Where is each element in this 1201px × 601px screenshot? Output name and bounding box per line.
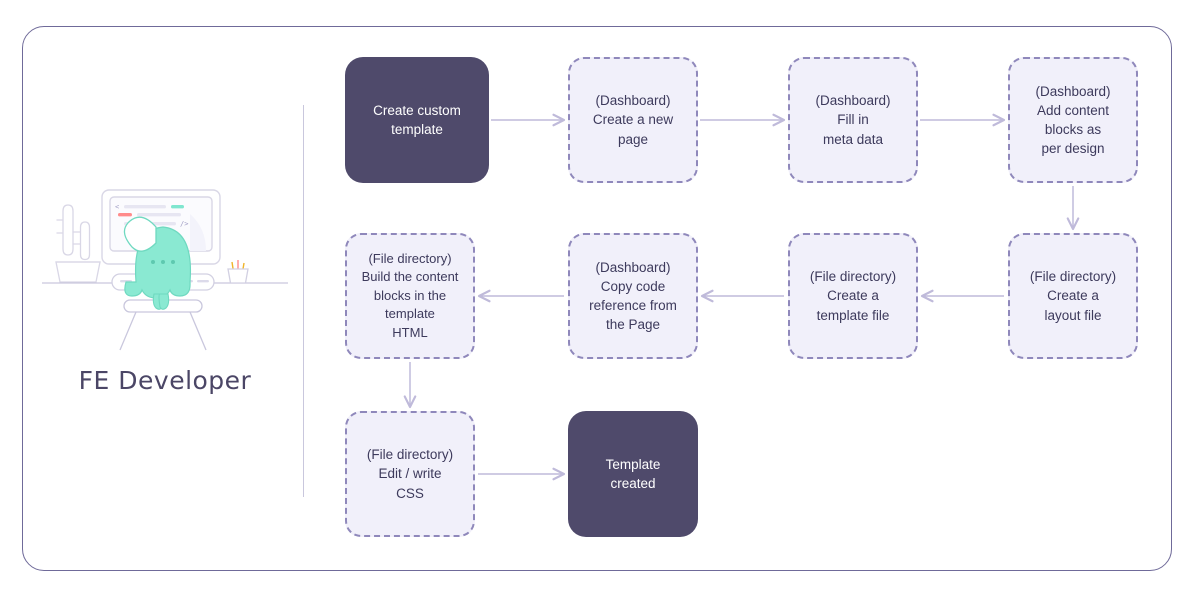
- flow-node-label: (Dashboard) Add content blocks as per de…: [1035, 83, 1111, 157]
- flow-node-fill-in-meta-data[interactable]: (Dashboard) Fill in meta data: [788, 57, 918, 183]
- flow-node-edit-write-css[interactable]: (File directory) Edit / write CSS: [345, 411, 475, 537]
- flow-node-label: (File directory) Create a layout file: [1029, 269, 1117, 323]
- flow-node-label: Create custom template: [373, 102, 461, 137]
- character-dots: [151, 260, 175, 264]
- persona-label: FE Developer: [78, 366, 252, 395]
- flow-node-create-custom-template[interactable]: Create custom template: [345, 57, 489, 183]
- flow-node-create-a-template-file[interactable]: (File directory) Create a template file: [788, 233, 918, 359]
- flow-node-label: (File directory) Edit / write CSS: [366, 447, 454, 501]
- flow-node-create-a-new-page[interactable]: (Dashboard) Create a new page: [568, 57, 698, 183]
- flow-node-build-content-blocks[interactable]: (File directory) Build the content block…: [345, 233, 475, 359]
- section-divider: [303, 105, 304, 497]
- flow-node-label: (Dashboard) Copy code reference from the…: [589, 259, 677, 333]
- svg-text:/>: />: [180, 220, 188, 228]
- flow-node-add-content-blocks[interactable]: (Dashboard) Add content blocks as per de…: [1008, 57, 1138, 183]
- persona-panel: < />: [40, 170, 290, 410]
- cactus-plant: [55, 204, 101, 283]
- pencil-cup: [227, 260, 249, 284]
- flow-node-label: Template created: [605, 456, 661, 491]
- developer-character: [123, 216, 192, 310]
- flow-node-label: (Dashboard) Create a new page: [592, 93, 674, 147]
- developer-at-desk-illustration: < />: [40, 170, 290, 355]
- flow-node-copy-code-reference[interactable]: (Dashboard) Copy code reference from the…: [568, 233, 698, 359]
- code-lines: < />: [115, 203, 188, 228]
- flow-node-label: (File directory) Build the content block…: [361, 250, 459, 340]
- flow-node-create-a-layout-file[interactable]: (File directory) Create a layout file: [1008, 233, 1138, 359]
- flow-node-label: (Dashboard) Fill in meta data: [815, 93, 891, 147]
- flow-node-label: (File directory) Create a template file: [809, 269, 897, 323]
- flow-node-template-created[interactable]: Template created: [568, 411, 698, 537]
- svg-text:<: <: [115, 203, 119, 211]
